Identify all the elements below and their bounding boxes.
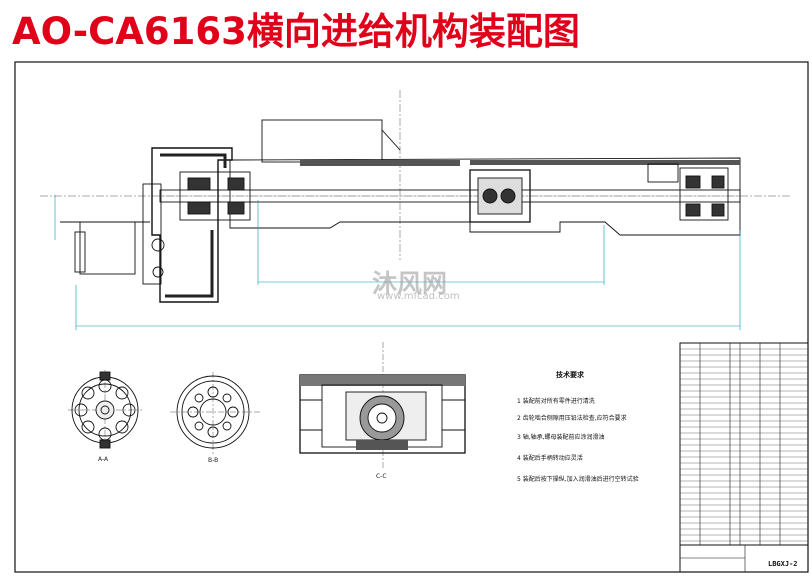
section-label-a-a: A-A bbox=[98, 456, 109, 463]
tech-requirement-2: 2 齿轮啮合侧隙用压铅法检查,应符合要求 bbox=[517, 415, 627, 422]
tech-requirements-heading: 技术要求 bbox=[556, 371, 584, 379]
housing-block bbox=[261, 119, 383, 163]
parts-list-rows bbox=[680, 348, 808, 542]
parts-list-table bbox=[679, 342, 809, 573]
section-label-b-b: B-B bbox=[208, 457, 219, 464]
drawing-border bbox=[14, 61, 809, 573]
section-b-b bbox=[170, 372, 260, 455]
section-a-a bbox=[68, 370, 142, 450]
dimension-lines bbox=[54, 195, 741, 330]
tech-requirement-5: 5 装配后按下操纵,加入润滑油后进行空转试验 bbox=[517, 476, 639, 483]
tech-requirement-3: 3 轴,轴承,螺母装配前应涂润滑油 bbox=[517, 434, 605, 441]
watermark-text: 沐风网 bbox=[372, 269, 448, 298]
drawing-title: AO-CA6163横向进给机构装配图 bbox=[12, 10, 580, 53]
section-c-c bbox=[299, 342, 466, 470]
tech-requirement-1: 1 装配前对所有零件进行清洗 bbox=[517, 398, 595, 405]
tech-requirement-4: 4 装配后手柄转动应灵活 bbox=[517, 455, 583, 462]
drawing-number: LBGXJ-2 bbox=[768, 560, 798, 568]
section-label-c-c: C-C bbox=[376, 473, 387, 480]
watermark-url: www.mfcad.com bbox=[377, 291, 460, 302]
